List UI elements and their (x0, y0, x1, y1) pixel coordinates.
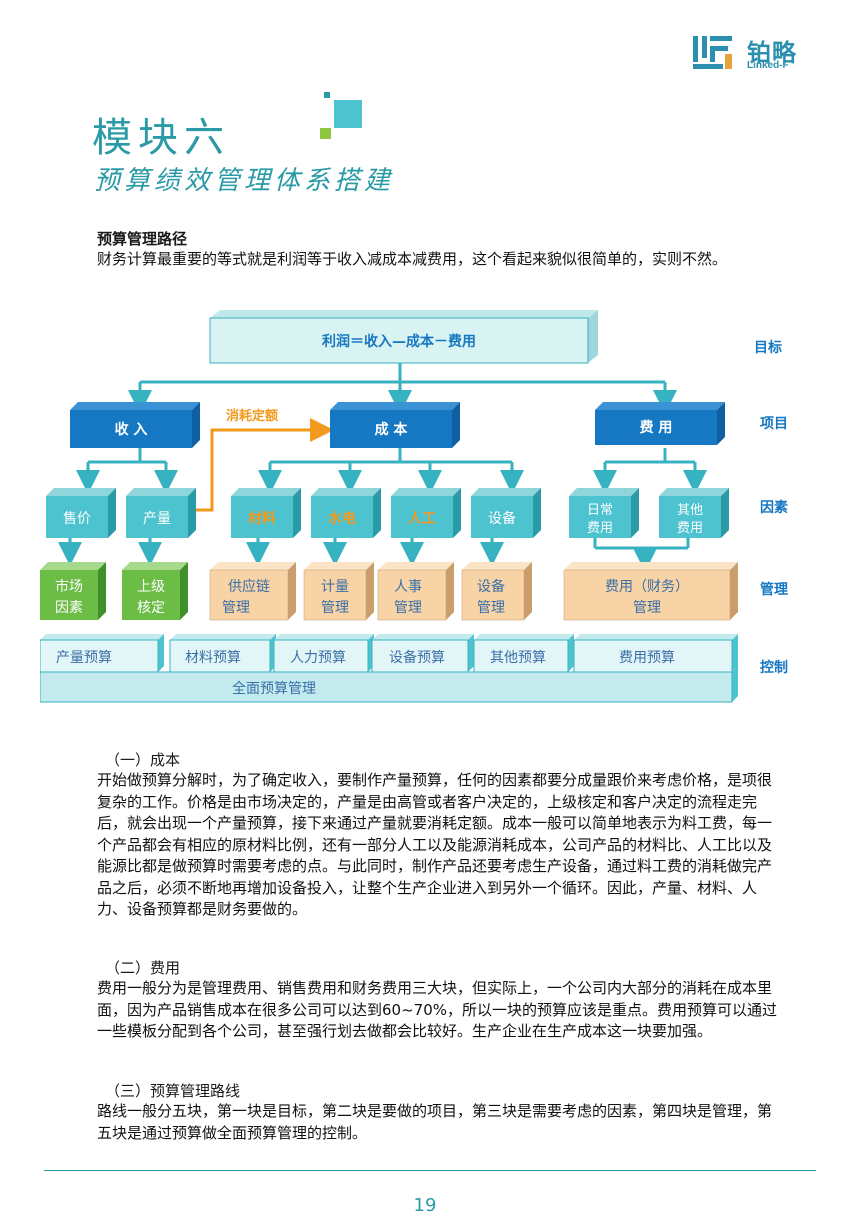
level-label-factor: 因素 (760, 499, 788, 516)
budget-equipment-box: 设备预算 (371, 634, 474, 673)
svg-text:其他预算: 其他预算 (490, 650, 546, 666)
svg-text:核定: 核定 (137, 600, 165, 616)
svg-text:设备: 设备 (488, 510, 516, 527)
factor-equipment-box: 设备 (471, 488, 541, 538)
project-cost-box: 成 本 (330, 402, 460, 448)
svg-text:管理: 管理 (633, 600, 661, 616)
budget-material-box: 材料预算 (169, 634, 276, 673)
page-number: 19 (413, 1195, 437, 1216)
factor-price-box: 售价 (46, 488, 116, 538)
factor-daily-expense-box: 日常 费用 (569, 488, 639, 538)
project-income-box: 收 入 (70, 402, 200, 448)
section-route-heading: （三）预算管理路线 (105, 1082, 241, 1100)
level-label-goal: 目标 (754, 339, 782, 356)
svg-text:管理: 管理 (394, 600, 422, 616)
svg-text:供应链: 供应链 (228, 578, 270, 595)
factor-material-box: 材料 (231, 488, 301, 538)
svg-text:市场: 市场 (55, 578, 83, 595)
mgmt-expense-box: 费用（财务） 管理 (563, 562, 738, 621)
level-label-management: 管理 (760, 581, 788, 598)
factor-labor-box: 人工 (391, 488, 461, 538)
svg-text:成 本: 成 本 (375, 421, 409, 438)
svg-text:管理: 管理 (477, 600, 505, 616)
factor-output-box: 产量 (126, 488, 196, 538)
svg-text:材料预算: 材料预算 (185, 650, 241, 666)
svg-text:人事: 人事 (394, 579, 422, 595)
svg-text:设备: 设备 (477, 578, 505, 595)
consumption-quota-label: 消耗定额 (226, 408, 278, 424)
svg-text:计量: 计量 (321, 579, 349, 595)
module-subtitle: 预算绩效管理体系搭建 (94, 166, 395, 196)
budget-expense-box: 费用预算 (573, 634, 738, 673)
svg-text:材料: 材料 (248, 510, 276, 527)
decorative-squares-icon (320, 92, 362, 139)
budget-path-diagram: 消耗定额 利润＝收入—成本－费用 目标 项目 因素 管理 控制 收 入 成 本 … (40, 310, 788, 703)
footer-divider (44, 1170, 816, 1171)
svg-text:费用（财务）: 费用（财务） (605, 579, 689, 595)
section-cost-text: 开始做预算分解时，为了确定收入，要制作产量预算，任何的因素都要分成量跟价来考虑价… (97, 771, 773, 918)
budget-labor-box: 人力预算 (273, 634, 374, 673)
mgmt-market-box: 市场 因素 (40, 562, 106, 620)
svg-text:日常: 日常 (587, 503, 613, 518)
svg-text:费用预算: 费用预算 (619, 650, 675, 666)
svg-text:全面预算管理: 全面预算管理 (232, 680, 316, 697)
svg-text:管理: 管理 (321, 600, 349, 616)
section-expense-heading: （二）费用 (105, 959, 181, 977)
project-expense-box: 费 用 (595, 402, 725, 445)
mgmt-equipment-box: 设备 管理 (461, 562, 532, 621)
svg-text:因素: 因素 (55, 600, 83, 616)
svg-text:费用: 费用 (587, 521, 613, 536)
svg-text:费用: 费用 (677, 521, 703, 536)
section-cost-heading: （一）成本 (105, 751, 181, 769)
section-route-text: 路线一般分五块，第一块是目标，第二块是要做的项目，第三块是需要考虑的因素，第四块… (97, 1102, 773, 1142)
budget-output-box: 产量预算 (40, 634, 164, 673)
mgmt-metering-box: 计量 管理 (303, 562, 374, 621)
section-expense-text: 费用一般分为是管理费用、销售费用和财务费用三大块，但实际上，一个公司内大部分的消… (97, 979, 777, 1040)
intro-heading: 预算管理路径 (97, 230, 188, 248)
svg-text:上级: 上级 (137, 579, 165, 595)
intro-text: 财务计算最重要的等式就是利润等于收入减成本减费用，这个看起来貌似很简单的，实则不… (97, 250, 728, 268)
total-budget-box: 全面预算管理 (40, 666, 738, 703)
svg-text:售价: 售价 (63, 511, 91, 527)
svg-text:费 用: 费 用 (640, 419, 673, 436)
svg-text:收 入: 收 入 (115, 421, 148, 438)
budget-other-box: 其他预算 (473, 634, 574, 673)
profit-equation-box: 利润＝收入—成本－费用 (209, 310, 598, 364)
module-title: 模块六 (92, 115, 230, 161)
mgmt-hr-box: 人事 管理 (377, 562, 454, 621)
mgmt-supply-chain-box: 供应链 管理 (209, 562, 296, 621)
svg-text:人力预算: 人力预算 (290, 650, 346, 666)
svg-text:设备预算: 设备预算 (389, 649, 445, 666)
level-label-control: 控制 (760, 659, 788, 676)
svg-text:产量预算: 产量预算 (56, 650, 112, 666)
factor-other-expense-box: 其他 费用 (659, 488, 729, 538)
mgmt-approval-box: 上级 核定 (122, 562, 188, 620)
linked-f-logo-icon (693, 36, 732, 69)
brand-name: 铂略 (747, 39, 797, 67)
svg-text:产量: 产量 (143, 511, 171, 527)
svg-text:管理: 管理 (222, 600, 250, 616)
svg-text:利润＝收入—成本－费用: 利润＝收入—成本－费用 (322, 333, 476, 350)
brand-subname: Linked-F (747, 60, 789, 71)
level-label-project: 项目 (760, 416, 788, 432)
svg-text:其他: 其他 (677, 503, 703, 518)
factor-utilities-box: 水电 (311, 488, 381, 538)
svg-text:人工: 人工 (408, 510, 436, 527)
svg-text:水电: 水电 (328, 510, 356, 527)
